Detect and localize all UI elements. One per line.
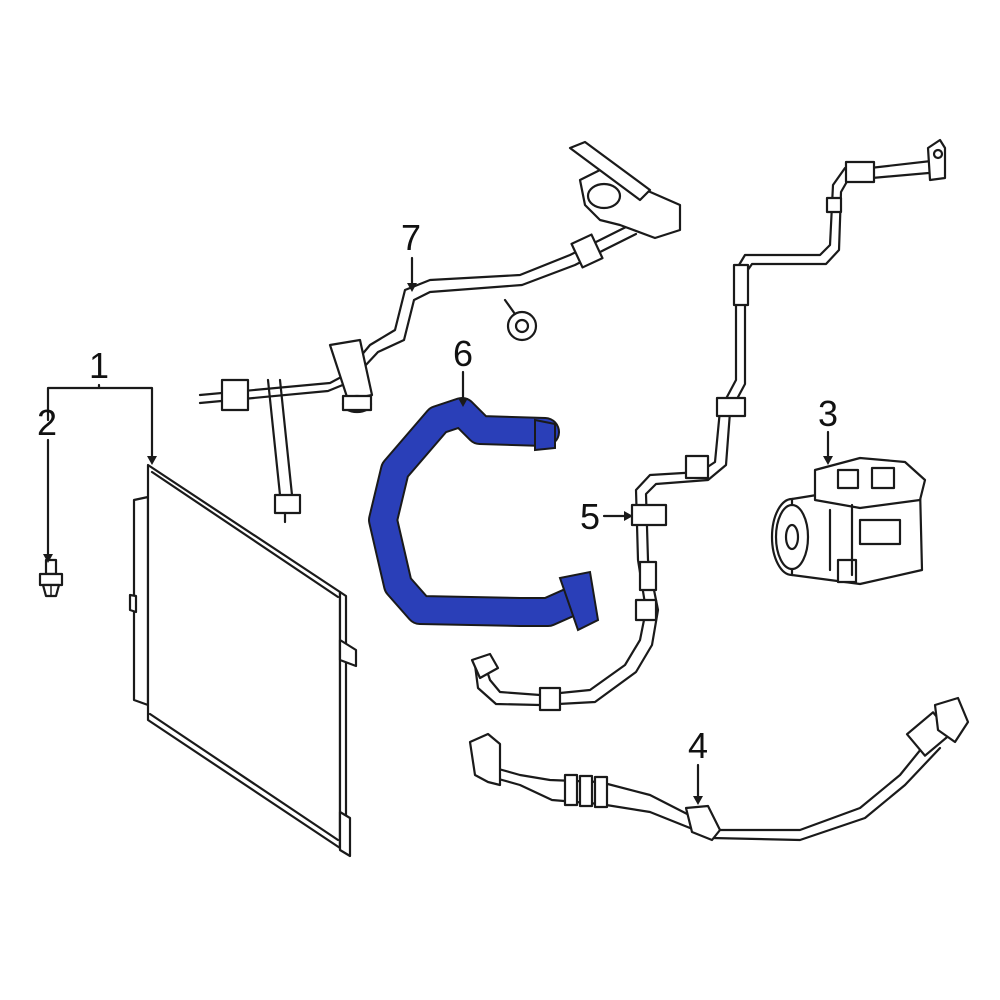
callout-2: 2 <box>37 402 57 443</box>
callout-5: 5 <box>580 496 600 537</box>
callout-7: 7 <box>401 217 421 258</box>
ac-hose-6-highlighted[interactable] <box>368 397 600 632</box>
callout-6: 6 <box>453 333 473 374</box>
callout-3: 3 <box>818 393 838 434</box>
callout-leaders <box>43 256 833 805</box>
discharge-line-5[interactable] <box>470 138 947 712</box>
suction-hose-4[interactable] <box>468 696 970 842</box>
callout-1: 1 <box>89 345 109 386</box>
refrigerant-line-7[interactable] <box>198 140 682 524</box>
callout-4: 4 <box>688 725 708 766</box>
bolt[interactable] <box>38 558 64 598</box>
condenser[interactable] <box>128 463 358 858</box>
compressor[interactable] <box>770 456 927 586</box>
